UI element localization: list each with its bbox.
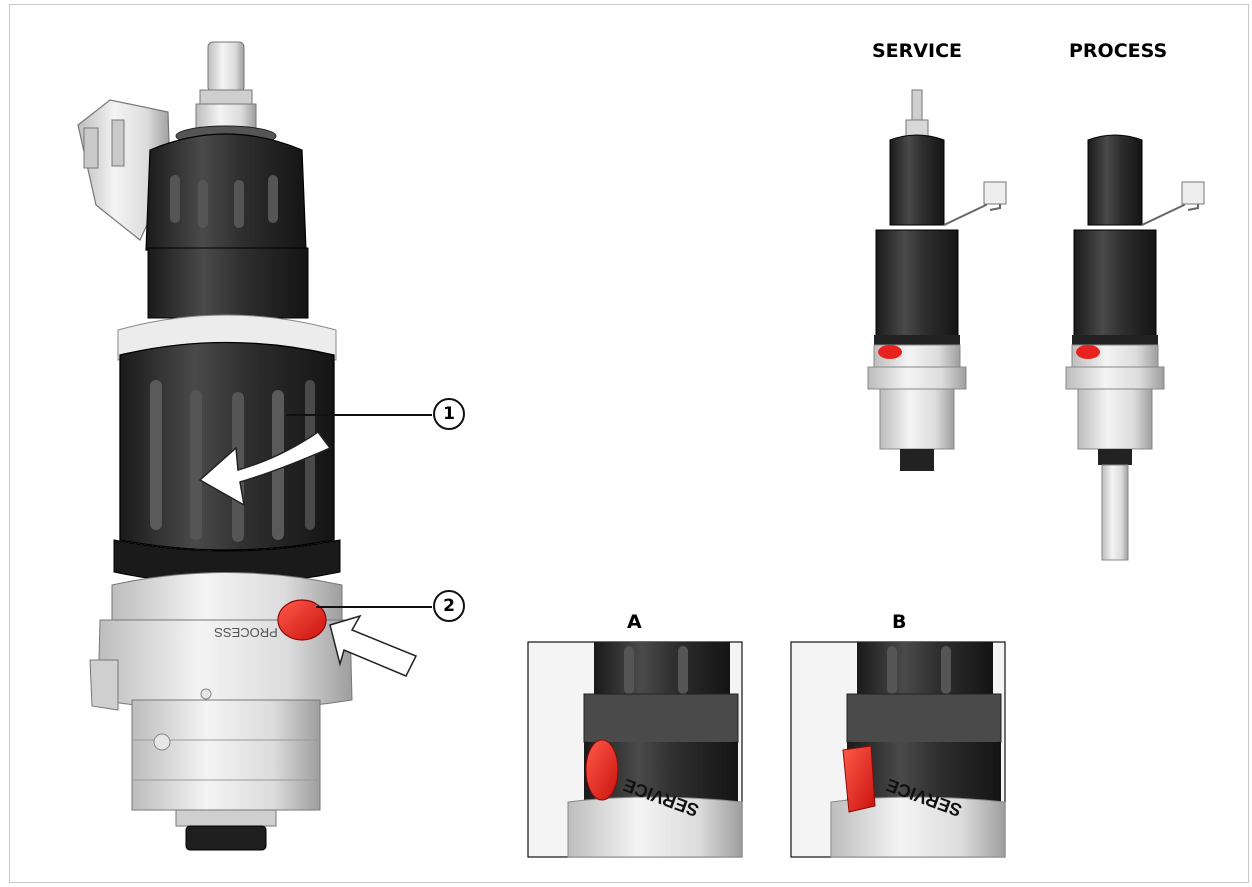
process-position-illustration <box>1065 134 1205 561</box>
engraving-process: PROCESS <box>214 625 278 640</box>
lower-housing: PROCESS <box>89 572 353 851</box>
detail-b-image: SERVICE <box>790 641 1006 858</box>
label-process: PROCESS <box>1069 40 1168 62</box>
callout-1: 1 <box>433 398 465 430</box>
push-arrow-icon <box>329 614 418 677</box>
leader-line-1 <box>286 414 432 416</box>
rotating-sleeve <box>119 341 335 551</box>
label-detail-a: A <box>627 611 642 633</box>
callout-2: 2 <box>433 590 465 622</box>
rotation-arrow-icon <box>198 430 332 507</box>
label-detail-b: B <box>892 611 907 633</box>
leader-line-2 <box>316 606 432 608</box>
detail-a-image: SERVICE <box>527 641 743 858</box>
mounting-bracket <box>77 99 171 241</box>
service-position-illustration <box>867 89 1007 471</box>
top-connector <box>175 41 277 147</box>
red-lock-button <box>277 599 327 641</box>
figure-frame <box>9 4 1249 883</box>
upper-cap <box>145 133 309 319</box>
label-service: SERVICE <box>872 40 962 62</box>
